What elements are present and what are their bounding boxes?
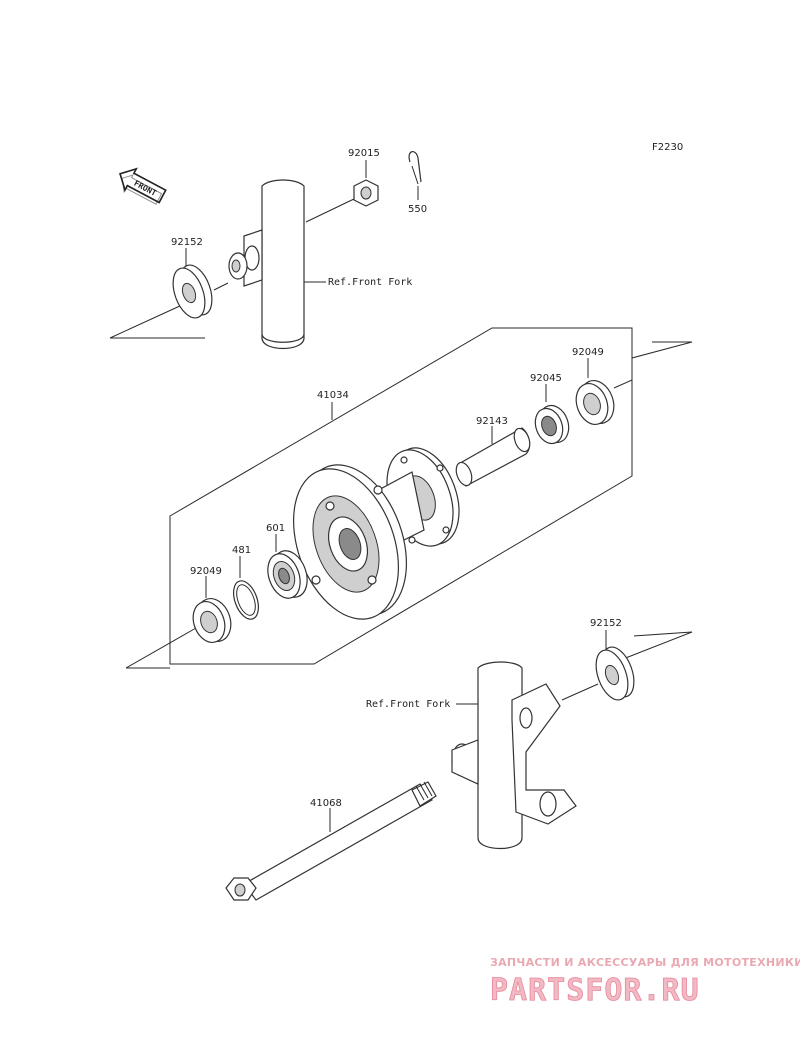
figure-code: F2230	[652, 142, 683, 153]
assembly-outline	[169, 327, 633, 665]
upper-front-fork	[228, 179, 305, 349]
watermark-brand: PARTSFOR.RU	[490, 973, 700, 1008]
label-41068: 41068	[310, 798, 342, 809]
bearing-601	[267, 550, 308, 599]
label-92049-left: 92049	[190, 566, 222, 577]
axle-41068	[225, 781, 437, 901]
lower-front-fork	[451, 661, 577, 849]
label-92152-lower: 92152	[590, 618, 622, 629]
label-601: 601	[266, 523, 285, 534]
label-92045: 92045	[530, 373, 562, 384]
label-41034: 41034	[317, 390, 349, 401]
seal-92049-left	[192, 598, 232, 643]
seal-92049-right	[575, 380, 615, 425]
label-92049-right: 92049	[572, 347, 604, 358]
collar-92152-upper	[172, 264, 213, 319]
front-arrow-icon: FRONT	[119, 167, 167, 205]
label-92143: 92143	[476, 416, 508, 427]
label-550: 550	[408, 204, 427, 215]
ref-front-fork-upper: Ref.Front Fork	[328, 277, 412, 288]
hub-41034	[292, 447, 460, 620]
label-92015: 92015	[348, 148, 380, 159]
ref-front-fork-lower: Ref.Front Fork	[366, 699, 450, 710]
circlip-481	[233, 580, 259, 620]
collar-92152-lower	[595, 646, 635, 701]
spacer-92143	[455, 427, 531, 487]
nut-92015	[353, 179, 379, 207]
cotter-pin-550	[408, 151, 422, 185]
watermark-tagline: ЗАПЧАСТИ И АКСЕССУАРЫ ДЛЯ МОТОТЕХНИКИ	[490, 956, 800, 969]
bearing-92045	[534, 404, 570, 445]
label-481: 481	[232, 545, 251, 556]
label-92152-upper: 92152	[171, 237, 203, 248]
